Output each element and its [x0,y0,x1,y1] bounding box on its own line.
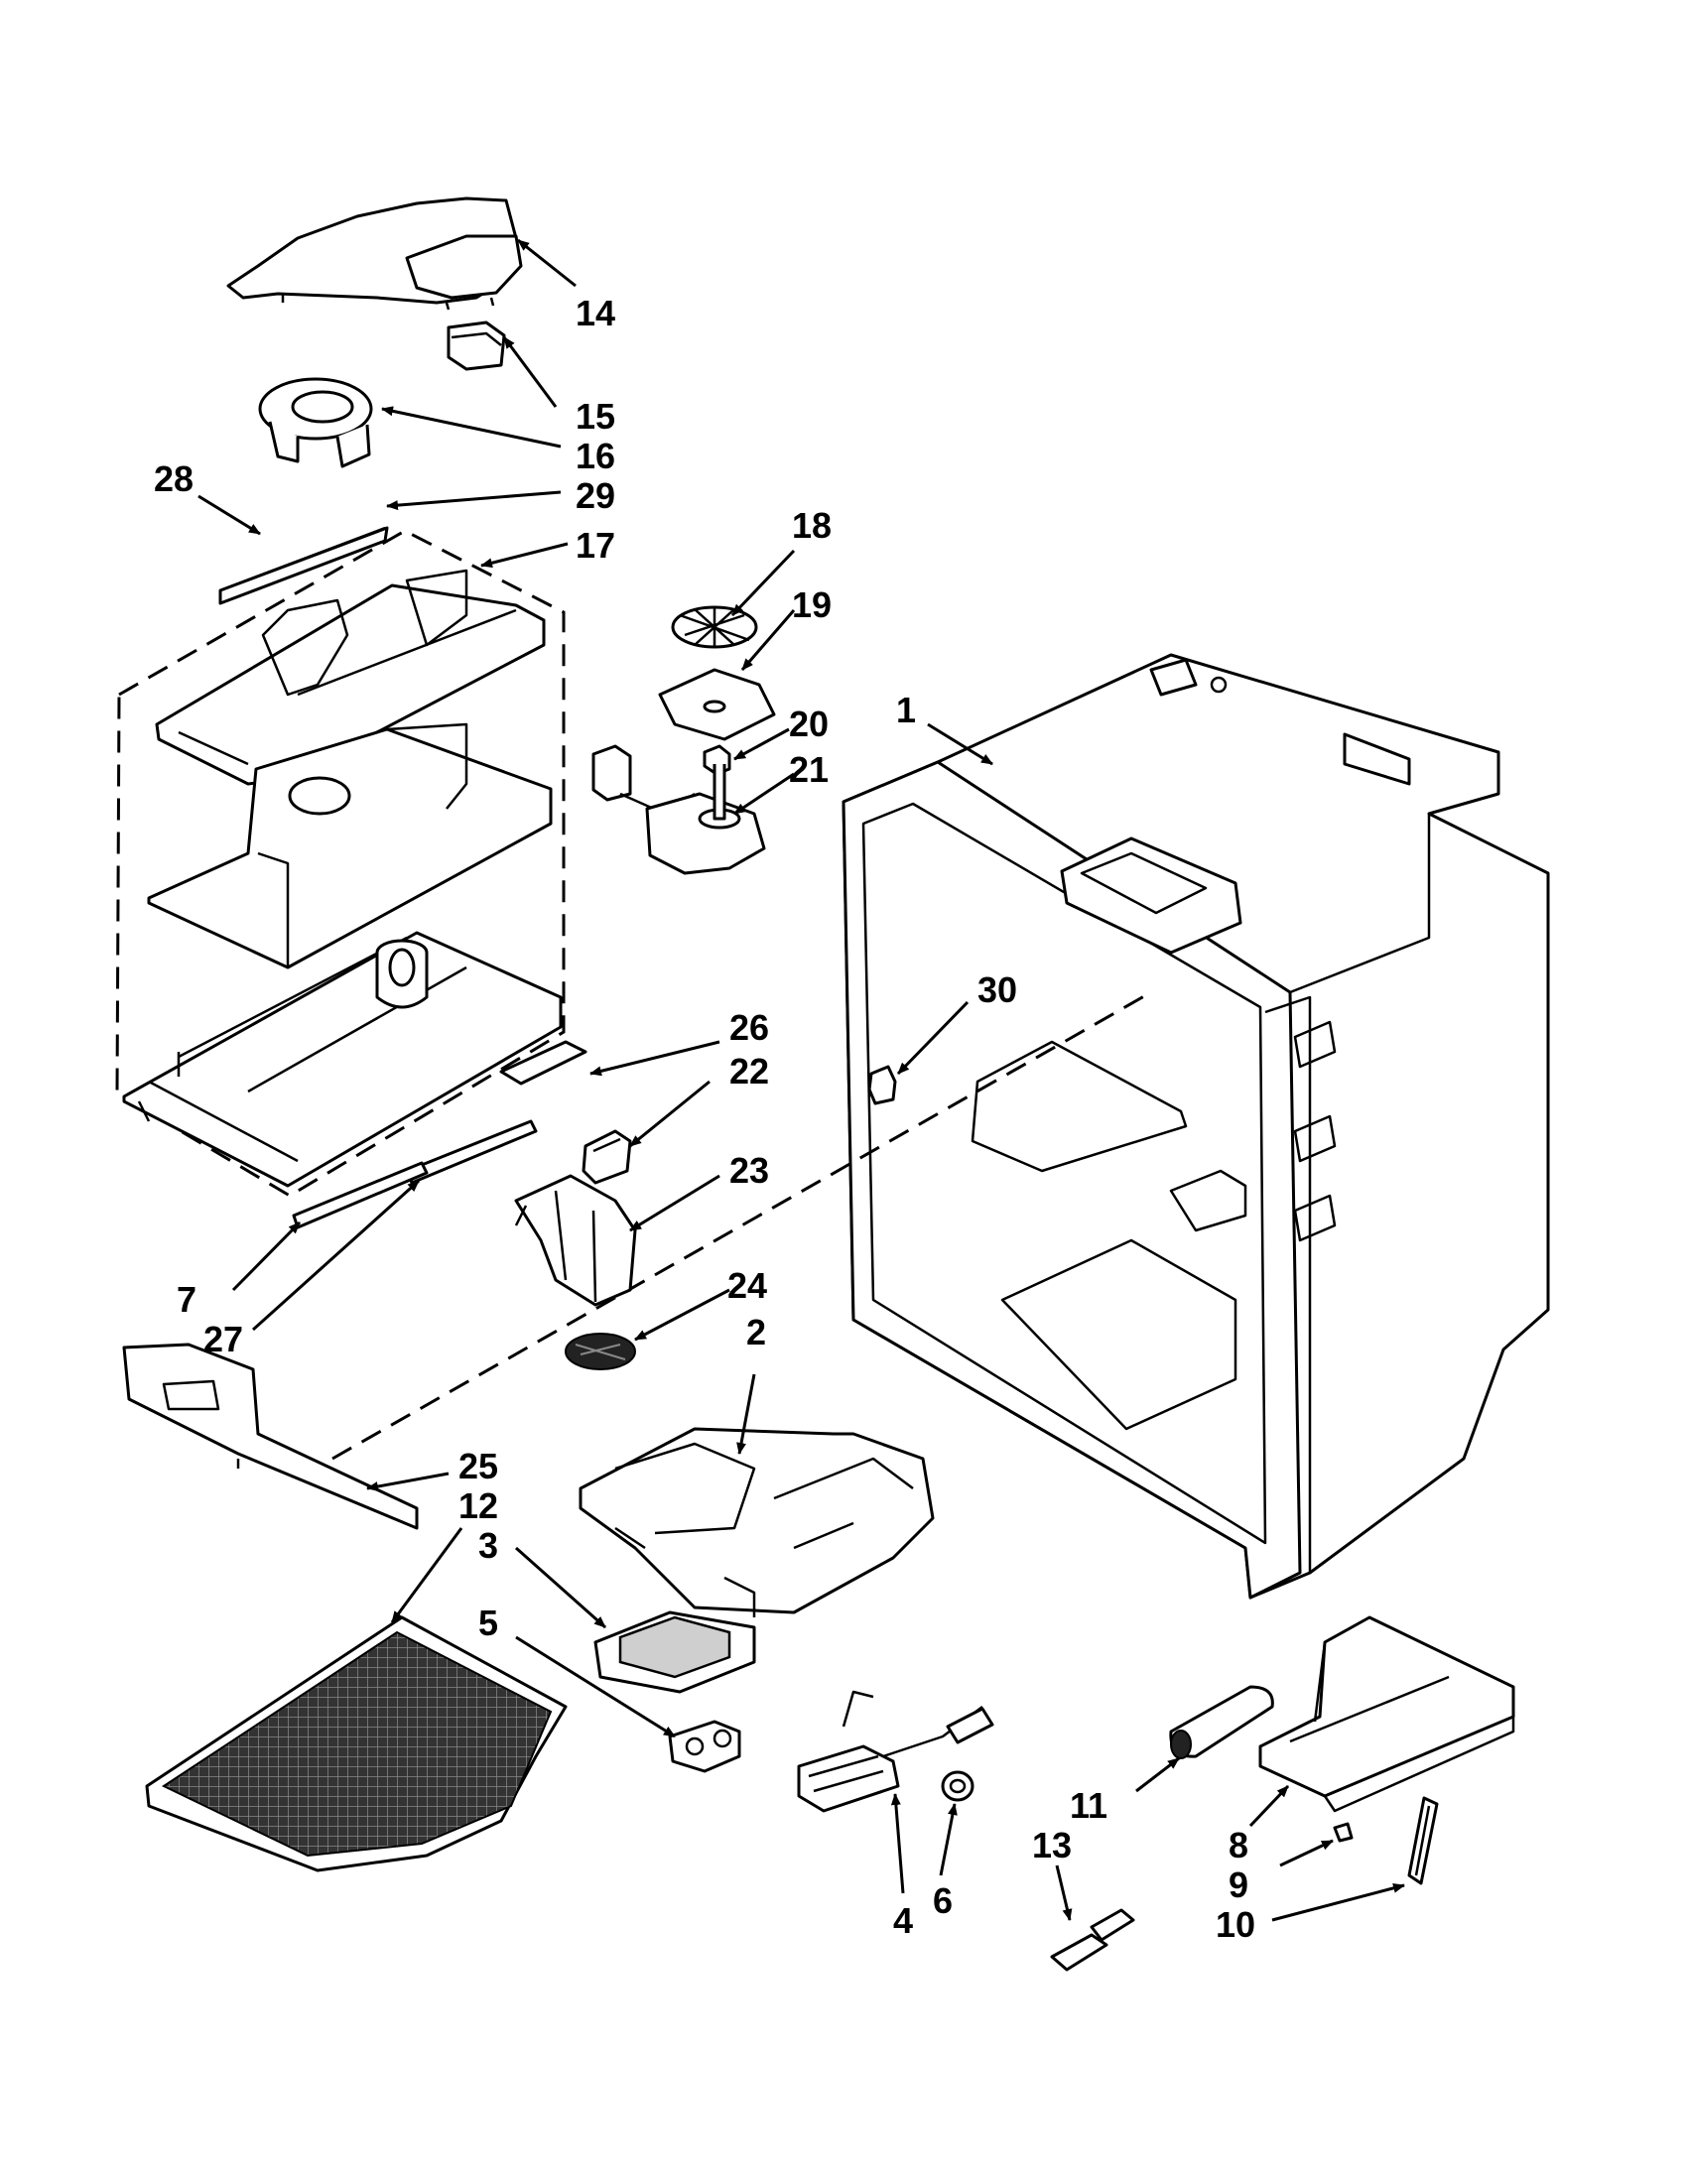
part-22-damper [582,1129,632,1185]
leader-lines [197,238,1405,1922]
callout-11: 11 [1070,1785,1107,1826]
callout-3: 3 [478,1525,498,1566]
callout-6: 6 [933,1880,953,1921]
part-3-filter [593,1610,756,1694]
callout-labels: 14 15 16 28 29 17 18 19 20 21 1 30 26 22… [154,293,1255,1945]
callout-25: 25 [458,1446,498,1486]
callout-10: 10 [1216,1904,1255,1945]
part-8-filter-housing [1258,1615,1515,1813]
part-15-switch [447,321,506,371]
part-4-heater [797,1690,994,1813]
callout-9: 9 [1229,1864,1248,1905]
part-5-valve [668,1720,741,1773]
part-11-water-filter [1169,1685,1274,1759]
assembly-line-25 [331,990,1152,1461]
part-12-grille-shelf [145,1615,568,1872]
callout-15: 15 [576,396,615,437]
part-13-tube [1050,1908,1135,1972]
part-9-clip [1333,1822,1354,1843]
callout-2: 2 [746,1312,766,1352]
part-30-clip [867,1065,897,1105]
part-19-fan-plate [658,668,776,741]
callout-14: 14 [576,293,615,333]
callout-24: 24 [727,1265,767,1306]
part-1-liner [842,653,1550,1600]
part-18-fan-blade [671,605,758,649]
part-23-sensor [514,1174,637,1307]
callout-4: 4 [893,1900,913,1941]
part-24-gasket [565,1333,636,1370]
callout-21: 21 [789,749,829,790]
callout-8: 8 [1229,1825,1248,1865]
part-10-bracket [1407,1796,1439,1885]
callout-12: 12 [458,1485,498,1526]
callout-18: 18 [792,505,832,546]
assembly-17-outline [115,529,566,1198]
callout-17: 17 [576,525,615,566]
callout-27: 27 [203,1319,243,1359]
part-16-fan-shroud [258,377,373,468]
part-14-top-cover [226,196,523,311]
callout-5: 5 [478,1603,498,1643]
callout-13: 13 [1032,1825,1072,1865]
part-17-lower-housing [122,931,563,1188]
callout-20: 20 [789,704,829,744]
part-2-housing-assembly [579,1427,935,1617]
part-17-upper-housing [155,569,546,786]
callout-1: 1 [896,690,916,730]
part-25-control-panel [122,1343,419,1530]
callout-30: 30 [977,969,1017,1010]
part-28-29-strips [218,526,389,605]
callout-23: 23 [729,1150,769,1191]
callout-19: 19 [792,584,832,625]
callout-29: 29 [576,475,615,516]
callout-16: 16 [576,436,615,476]
callout-26: 26 [729,1007,769,1048]
callout-28: 28 [154,458,194,499]
callout-7: 7 [177,1279,196,1320]
callout-22: 22 [729,1051,769,1092]
part-17-middle-housing [147,722,553,969]
part-6-thermostat [941,1770,974,1802]
